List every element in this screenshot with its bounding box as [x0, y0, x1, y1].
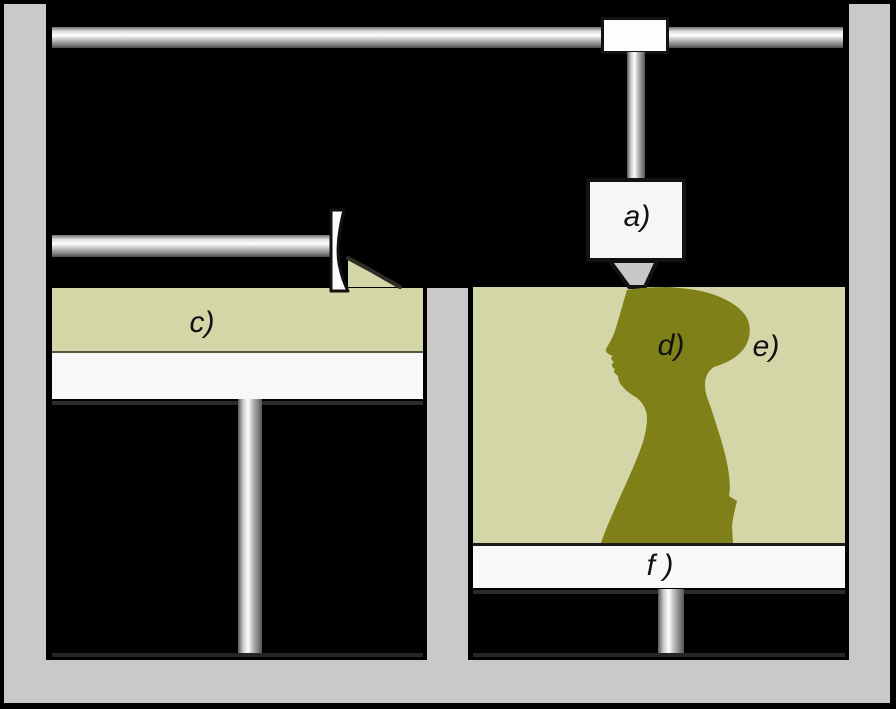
powder-mound: [348, 258, 400, 287]
label-print-head: a): [623, 200, 651, 233]
build-vat-bottom-line: [473, 653, 845, 657]
carriage-block: [601, 17, 669, 54]
feed-piston-rod: [238, 399, 262, 656]
feed-piston-platform: [52, 353, 423, 399]
label-printed-object: d): [657, 329, 685, 362]
label-build-powder: e): [752, 330, 780, 363]
frame-right-column: [849, 4, 890, 703]
frame-left-column: [4, 4, 46, 703]
center-divider-wall: [427, 288, 468, 660]
build-powder-bed: [473, 287, 845, 543]
frame-bottom-bar: [4, 660, 890, 703]
build-platform: [473, 543, 845, 588]
feed-platform-shadow: [52, 401, 423, 405]
print-head-rod: [627, 52, 645, 178]
print-head-box: [586, 178, 686, 262]
recoater-blade: [329, 208, 350, 293]
nozzle-icon: [608, 259, 659, 289]
label-feed-powder: c): [189, 306, 215, 339]
powder-mound-edge: [346, 256, 402, 289]
top-gantry-rail: [52, 27, 843, 48]
feed-powder-surface: [52, 288, 423, 353]
feed-vat-bottom-line: [52, 653, 423, 657]
build-piston-rod: [658, 589, 684, 657]
label-build-platform: f ): [646, 549, 674, 582]
recoater-rail: [52, 235, 331, 257]
